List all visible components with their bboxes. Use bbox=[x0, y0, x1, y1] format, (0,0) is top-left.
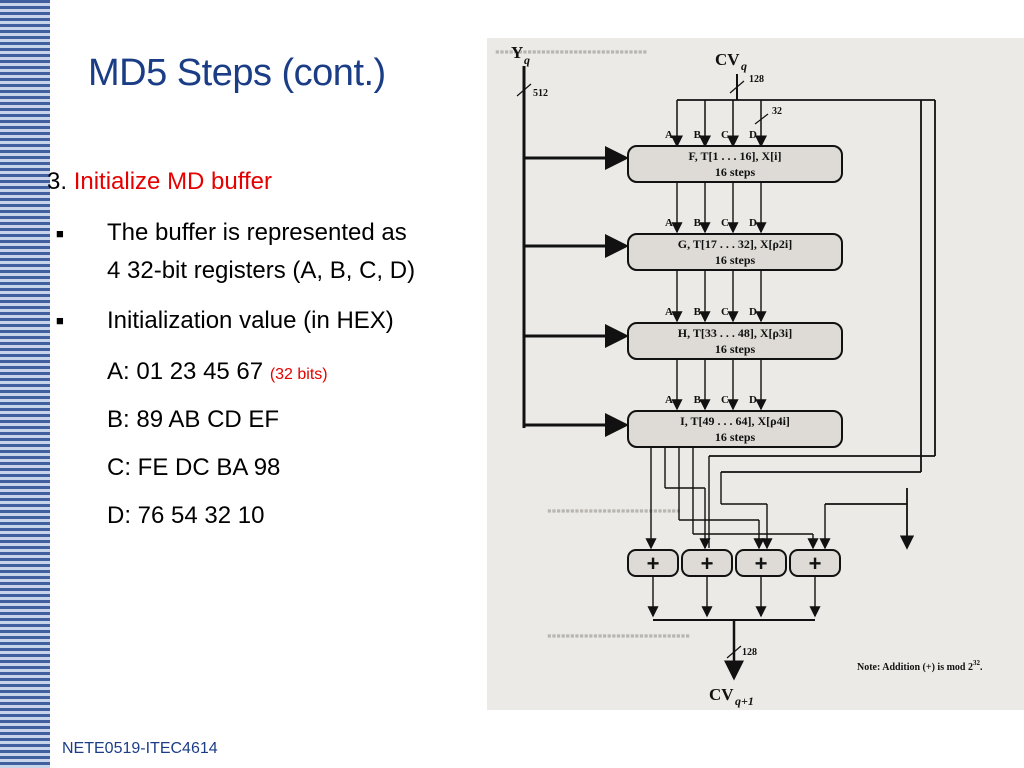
round-4-output-lines bbox=[645, 447, 831, 550]
round-4-function: I, T[49 . . . 64], X[ρ4i] bbox=[680, 414, 790, 428]
slide-title: MD5 Steps (cont.) bbox=[88, 52, 386, 94]
abcd-arrows-2 bbox=[671, 270, 767, 323]
letter-b-4: B bbox=[694, 394, 702, 406]
letter-d-2: D bbox=[749, 217, 757, 229]
letter-d-4: D bbox=[749, 394, 757, 406]
round-2-steps: 16 steps bbox=[715, 253, 756, 267]
value-c: C: FE DC BA 98 bbox=[107, 454, 281, 481]
cvq-subscript: q bbox=[741, 59, 747, 73]
round-1-function: F, T[1 . . . 16], X[i] bbox=[689, 149, 782, 163]
letter-a-1: A bbox=[665, 129, 673, 141]
letter-b-2: B bbox=[694, 217, 702, 229]
decorative-stripe bbox=[0, 0, 50, 768]
round-2-box: G, T[17 . . . 32], X[ρ2i] 16 steps bbox=[627, 233, 843, 271]
round-1-steps: 16 steps bbox=[715, 165, 756, 179]
letter-c-4: C bbox=[721, 394, 729, 406]
bits-512-label: 512 bbox=[533, 88, 548, 99]
diagram-svg: Y q 512 CV q 128 32 F, bbox=[511, 43, 983, 708]
value-a-note: (32 bits) bbox=[269, 366, 328, 383]
plus-sign-2: + bbox=[701, 551, 714, 576]
background-scan-text: ▪▪▪▪▪▪▪▪▪▪▪▪▪▪▪▪▪▪▪▪▪▪▪▪▪▪▪▪▪▪▪ bbox=[547, 628, 690, 643]
note-text: Note: Addition (+) is mod 2 bbox=[857, 662, 973, 673]
bus-slash bbox=[729, 80, 745, 94]
letter-a-2: A bbox=[665, 217, 673, 229]
abcd-arrows-3 bbox=[671, 359, 767, 411]
bullet-1: The buffer is represented as 4 32-bit re… bbox=[107, 214, 415, 290]
bits-128-bottom-label: 128 bbox=[742, 647, 757, 658]
plus-sign-4: + bbox=[809, 551, 822, 576]
step-heading: 3. Initialize MD buffer bbox=[47, 168, 272, 196]
bullet-1-line2: 4 32-bit registers (A, B, C, D) bbox=[107, 257, 416, 284]
bus-slash bbox=[754, 113, 769, 125]
round-3-function: H, T[33 . . . 48], X[ρ3i] bbox=[678, 326, 793, 340]
letter-d-3: D bbox=[749, 306, 757, 318]
letter-a-4: A bbox=[665, 394, 673, 406]
plus-sign-1: + bbox=[647, 551, 660, 576]
bits-32-label: 32 bbox=[772, 106, 782, 117]
footer-course-code: NETE0519-ITEC4614 bbox=[62, 740, 218, 757]
round-3-rect bbox=[627, 322, 843, 360]
letter-a-3: A bbox=[665, 306, 673, 318]
round-3-steps: 16 steps bbox=[715, 342, 756, 356]
bullet-2: Initialization value (in HEX) bbox=[107, 307, 394, 334]
letter-c-3: C bbox=[721, 306, 729, 318]
round-1-rect bbox=[627, 145, 843, 183]
cvq-label: CV bbox=[715, 50, 740, 69]
value-b: B: 89 AB CD EF bbox=[107, 406, 280, 433]
round-3-box: H, T[33 . . . 48], X[ρ3i] 16 steps bbox=[627, 322, 843, 360]
value-d: D: 76 54 32 10 bbox=[107, 502, 265, 529]
letter-c-2: C bbox=[721, 217, 729, 229]
cvq1-label: CV bbox=[709, 685, 734, 704]
background-scan-text: ▪▪▪▪▪▪▪▪▪▪▪▪▪▪▪▪▪▪▪▪▪▪▪▪▪▪▪▪▪ bbox=[547, 503, 681, 518]
letter-d-1: D bbox=[749, 129, 757, 141]
cvq1-subscript: q+1 bbox=[735, 694, 754, 708]
value-a-text: A: 01 23 45 67 bbox=[107, 358, 264, 385]
note-end: . bbox=[980, 662, 983, 673]
letter-b-3: B bbox=[694, 306, 702, 318]
round-2-rect bbox=[627, 233, 843, 271]
yq-label: Y bbox=[511, 43, 523, 62]
round-4-box: I, T[49 . . . 64], X[ρ4i] 16 steps bbox=[627, 410, 843, 448]
plus-sign-3: + bbox=[755, 551, 768, 576]
yq-subscript: q bbox=[524, 53, 530, 67]
step-number: 3. bbox=[47, 168, 68, 195]
round-1-box: F, T[1 . . . 16], X[i] 16 steps bbox=[627, 145, 843, 183]
bus-slash bbox=[516, 83, 532, 97]
round-2-function: G, T[17 . . . 32], X[ρ2i] bbox=[678, 237, 793, 251]
step-heading-text: Initialize MD buffer bbox=[73, 168, 272, 195]
modulo-note: Note: Addition (+) is mod 232. bbox=[857, 659, 983, 673]
letter-b-1: B bbox=[694, 129, 702, 141]
round-4-rect bbox=[627, 410, 843, 448]
round-4-steps: 16 steps bbox=[715, 430, 756, 444]
background-scan-text: ▪▪▪▪▪▪▪▪▪▪▪▪▪▪▪▪▪▪▪▪▪▪▪▪▪▪▪▪▪▪▪▪▪ bbox=[495, 44, 648, 59]
value-a: A: 01 23 45 67 (32 bits) bbox=[107, 358, 328, 386]
bullet-1-line1: The buffer is represented as bbox=[107, 219, 407, 246]
output-lines bbox=[647, 576, 821, 681]
md5-processing-diagram: ▪▪▪▪▪▪▪▪▪▪▪▪▪▪▪▪▪▪▪▪▪▪▪▪▪▪▪▪▪▪▪▪▪ ▪▪▪▪▪▪… bbox=[487, 38, 1024, 710]
bus-slash bbox=[726, 645, 742, 659]
letter-c-1: C bbox=[721, 129, 729, 141]
addition-boxes: + + + + bbox=[627, 549, 841, 577]
bullet-square-icon: ■ bbox=[56, 226, 64, 241]
bullet-square-icon: ■ bbox=[56, 313, 64, 328]
note-exponent: 32 bbox=[973, 659, 981, 667]
abcd-arrows-1 bbox=[671, 182, 767, 234]
bits-128-top-label: 128 bbox=[749, 74, 764, 85]
